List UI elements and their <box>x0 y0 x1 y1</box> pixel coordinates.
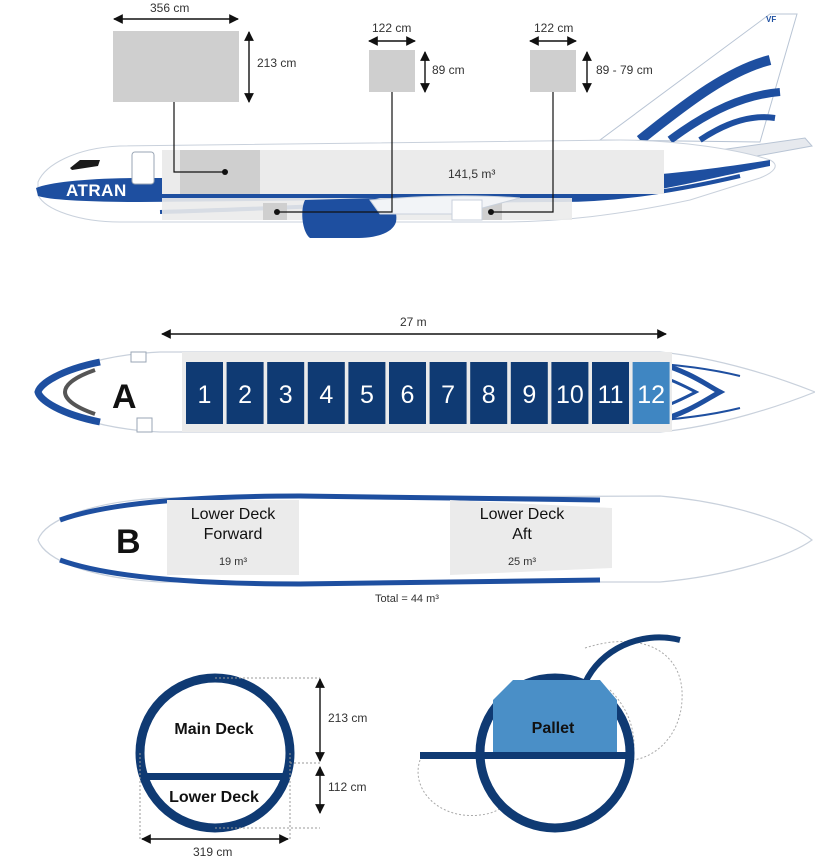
main-deck-cargo-area <box>182 352 672 432</box>
pallet-position-label-5: 5 <box>360 381 374 409</box>
width-label: 319 cm <box>193 845 232 859</box>
pallet-position-label-2: 2 <box>238 381 252 409</box>
pallet-position-label-1: 1 <box>198 381 212 409</box>
airline-logo: ATRAN <box>66 181 127 200</box>
main-deck-letter: A <box>112 378 137 416</box>
tail-code: VF <box>766 15 776 24</box>
lower-deck-outline <box>37 495 813 583</box>
pallet-position-label-12: 12 <box>637 381 665 409</box>
tail-swoosh-1 <box>636 55 772 144</box>
door-marker-bottom <box>136 417 153 433</box>
door1-leader <box>173 102 225 173</box>
pallet-position-label-9: 9 <box>522 381 536 409</box>
main-height: 213 cm <box>328 711 367 725</box>
pallet-position-1 <box>186 362 223 424</box>
main-deck-label: Main Deck <box>174 721 253 738</box>
length-label: 27 m <box>400 315 427 329</box>
pallet-position-7 <box>429 362 467 424</box>
pallet-position-label-6: 6 <box>401 381 415 409</box>
door1-box <box>113 31 239 102</box>
door1-dot <box>222 169 228 175</box>
side-view: VF ATRAN 141,5 m³ 356 cm 213 cm <box>36 1 813 238</box>
pallet-position-2 <box>226 362 264 424</box>
pallet-label: Pallet <box>532 720 575 737</box>
cockpit-windows <box>70 160 100 170</box>
tail-swoosh-plan-1 <box>654 359 726 425</box>
lower-height: 112 cm <box>328 780 366 794</box>
tail-swoosh-2 <box>667 88 781 144</box>
pallet-floor <box>420 752 632 759</box>
door-marker-top <box>130 351 147 363</box>
nose-swoosh-outer <box>34 358 101 426</box>
forward-line2: Forward <box>204 526 263 543</box>
total-volume: Total = 44 m³ <box>375 593 439 605</box>
door3-box <box>530 50 576 92</box>
aft-line2: Aft <box>512 526 532 543</box>
pallet-position-label-4: 4 <box>319 381 333 409</box>
door2-height: 89 cm <box>432 63 465 77</box>
main-volume: 141,5 m³ <box>448 167 495 181</box>
pallet-position-4 <box>307 362 345 424</box>
door3-width: 122 cm <box>534 21 573 35</box>
lower-deck-letter: B <box>116 523 141 561</box>
pallet-position-12 <box>632 362 670 424</box>
cross-section: Main Deck Lower Deck 213 cm 112 cm 319 c… <box>135 634 683 859</box>
door2-dot <box>274 209 280 215</box>
lower-swoosh-bottom <box>59 557 601 587</box>
pallet-position-label-3: 3 <box>279 381 293 409</box>
floor-beam <box>144 773 286 780</box>
lower-forward-area <box>167 500 299 575</box>
forward-volume: 19 m³ <box>219 556 247 568</box>
pallet-position-8 <box>470 362 508 424</box>
tail-fin <box>598 13 798 143</box>
pallet-position-label-11: 11 <box>598 381 624 409</box>
door1-height: 213 cm <box>257 56 296 70</box>
pallet-position-label-8: 8 <box>482 381 496 409</box>
aft-line1: Lower Deck <box>480 506 565 523</box>
door3-dot <box>488 209 494 215</box>
lower-deck-plan: B Lower Deck Forward 19 m³ Lower Deck Af… <box>37 493 813 605</box>
pallet-position-10 <box>551 362 589 424</box>
pallet-position-5 <box>348 362 386 424</box>
pallet-position-label-7: 7 <box>441 381 455 409</box>
lower-aft-area <box>450 500 612 575</box>
wing-pod <box>451 199 483 221</box>
pallet-position-3 <box>267 362 305 424</box>
engine <box>302 198 397 238</box>
door1-width: 356 cm <box>150 1 189 15</box>
door2-leader <box>277 92 393 213</box>
door2-box <box>369 50 415 92</box>
door-swing-dotted <box>584 641 683 761</box>
door3-height: 89 - 79 cm <box>596 63 653 77</box>
door2-width: 122 cm <box>372 21 411 35</box>
aft-volume: 25 m³ <box>508 556 536 568</box>
pallet-position-label-10: 10 <box>556 381 584 409</box>
upper-door-open <box>582 634 681 685</box>
door3-leader <box>491 92 554 213</box>
front-door <box>131 151 155 185</box>
pallet-position-6 <box>389 362 426 424</box>
tail-swoosh-3 <box>698 114 776 143</box>
pallet-position-11 <box>592 362 629 424</box>
pallet <box>493 680 617 752</box>
pallet-position-9 <box>510 362 548 424</box>
nose-swoosh-inner <box>62 368 96 416</box>
forward-line1: Lower Deck <box>191 506 276 523</box>
lower-deck-label: Lower Deck <box>169 789 259 806</box>
